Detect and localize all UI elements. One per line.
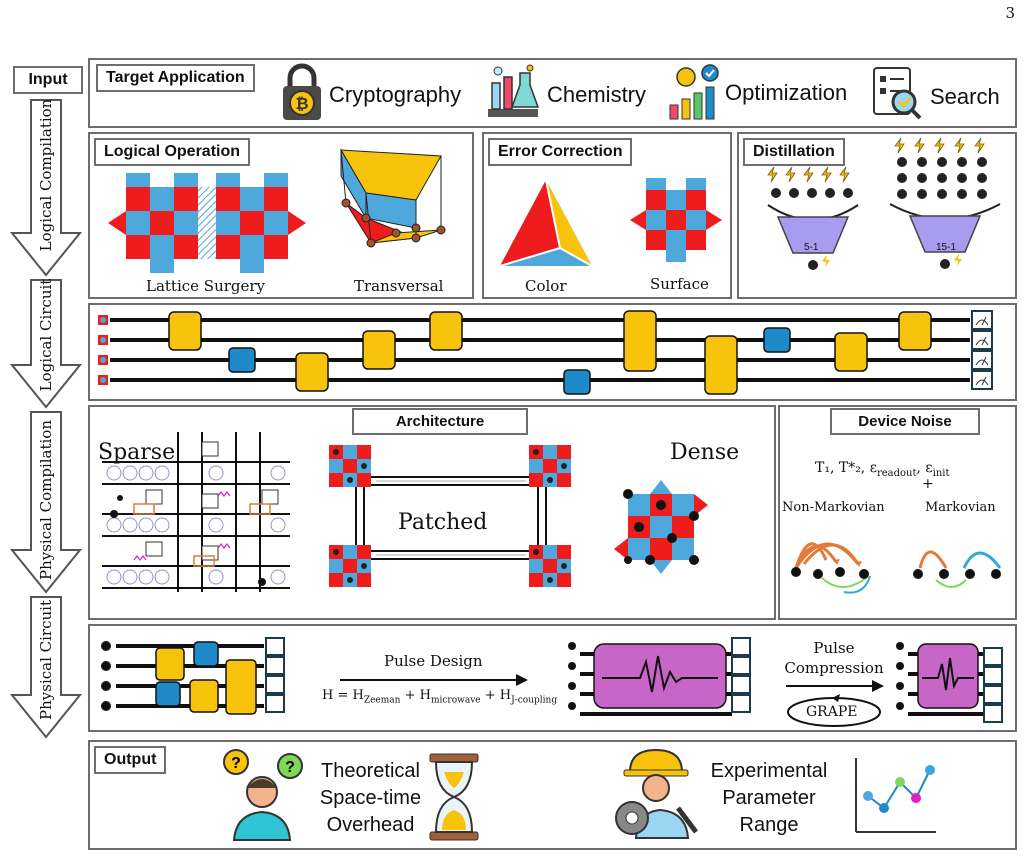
svg-text:₿: ₿ xyxy=(295,95,308,113)
non-markovian-diagram xyxy=(791,542,871,594)
svg-text:?: ? xyxy=(285,759,295,776)
markovian-diagram xyxy=(913,550,1002,588)
hamiltonian-equation: H = HZeeman + Hmicrowave + HJ-coupling xyxy=(322,688,558,706)
input-label: Input xyxy=(13,66,83,94)
hourglass-icon xyxy=(429,753,479,841)
device-noise-panel xyxy=(778,405,1017,620)
search-document-icon xyxy=(873,67,922,120)
target-application-title: Target Application xyxy=(96,64,255,92)
physical-circuit-left xyxy=(101,637,285,715)
distillation-title: Distillation xyxy=(743,138,845,166)
markovian-label: Markovian xyxy=(925,500,996,515)
gate-y4 xyxy=(429,311,463,351)
arrow-physical-compilation xyxy=(9,411,83,594)
logical-operation-title: Logical Operation xyxy=(94,138,251,166)
patch-topright xyxy=(529,445,571,487)
measurement-icons xyxy=(971,310,993,390)
logical-qubit-icons xyxy=(98,315,108,385)
patched-architecture xyxy=(329,445,571,587)
pulse-compression-label: Pulse Compression xyxy=(784,639,884,677)
stage-logical-circuit: Logical Circuit xyxy=(37,278,55,392)
physical-circuit-pulse xyxy=(568,637,751,716)
sidebar-arrows xyxy=(9,99,83,739)
noise-parameters: T₁, T*₂, εreadout, εinit xyxy=(815,460,950,479)
patch-topleft xyxy=(329,445,371,487)
transversal-diagram xyxy=(340,148,446,248)
physical-circuit-compressed xyxy=(896,642,1003,723)
non-markovian-label: Non-Markovian xyxy=(782,500,885,515)
app-search: Search xyxy=(930,84,1000,109)
factory-label-15-1: 15-1 xyxy=(936,242,957,253)
stage-physical-compilation: Physical Compilation xyxy=(37,419,55,581)
surface-code-label: Surface xyxy=(650,275,709,293)
transversal-label: Transversal xyxy=(354,277,444,295)
arrow-physical-circuit xyxy=(9,596,83,739)
stage-logical-compilation: Logical Compilation xyxy=(37,98,55,252)
arrow-logical-circuit xyxy=(9,279,83,409)
distillation-factory-15-1 xyxy=(889,137,1001,269)
stage-physical-circuit: Physical Circuit xyxy=(37,600,55,720)
gate-y6 xyxy=(704,335,738,395)
color-code-label: Color xyxy=(525,277,567,295)
app-optimization: Optimization xyxy=(725,80,848,105)
pulse-design-label: Pulse Design xyxy=(384,652,483,670)
device-noise-title: Device Noise xyxy=(830,408,980,435)
distillation-factory-5-1 xyxy=(767,166,859,270)
sparse-label: Sparse xyxy=(98,440,176,465)
app-chemistry: Chemistry xyxy=(547,82,647,107)
parameter-chart-icon xyxy=(855,758,936,833)
patched-label: Patched xyxy=(398,510,488,535)
engineer-icon xyxy=(615,748,698,839)
theoretical-overhead-label: Theoretical Space-time Overhead xyxy=(319,760,422,836)
chemistry-flask-icon xyxy=(488,64,540,117)
error-correction-title: Error Correction xyxy=(488,138,633,166)
gate-b3 xyxy=(763,327,791,353)
gate-y5 xyxy=(623,310,657,372)
surface-code-patch xyxy=(630,178,722,262)
pulse-design-arrow xyxy=(340,674,528,686)
gate-y8 xyxy=(898,311,932,351)
arrow-logical-compilation xyxy=(9,99,83,277)
grape-label: GRAPE xyxy=(806,704,858,720)
factory-label-5-1: 5-1 xyxy=(804,242,819,253)
patch-bottomright xyxy=(529,545,571,587)
optimization-chart-icon xyxy=(669,64,719,120)
noise-plus: + xyxy=(922,476,934,492)
gate-y3 xyxy=(362,330,396,370)
gate-b1 xyxy=(228,347,256,373)
sparse-architecture xyxy=(102,432,290,592)
thinking-person-icon: ? ? xyxy=(223,749,303,841)
page-number: 3 xyxy=(1005,4,1015,22)
app-cryptography: Cryptography xyxy=(329,82,462,107)
svg-text:?: ? xyxy=(231,755,241,772)
patch-bottomleft xyxy=(329,545,371,587)
gate-y7 xyxy=(834,332,868,372)
lattice-surgery-diagram xyxy=(108,173,306,273)
lattice-surgery-label: Lattice Surgery xyxy=(146,277,266,295)
bitcoin-lock-icon: ₿ xyxy=(283,63,321,120)
gate-y1 xyxy=(168,311,202,351)
experimental-range-label: Experimental Parameter Range xyxy=(710,760,828,836)
dense-architecture xyxy=(614,480,708,574)
output-title: Output xyxy=(94,746,167,774)
gate-b2 xyxy=(563,369,591,395)
color-code-triangle xyxy=(499,179,593,267)
dense-label: Dense xyxy=(670,440,740,465)
grape-loop xyxy=(786,680,884,727)
architecture-title: Architecture xyxy=(352,408,528,435)
gate-y2 xyxy=(295,352,329,392)
logical-circuit-diagram xyxy=(98,310,993,395)
